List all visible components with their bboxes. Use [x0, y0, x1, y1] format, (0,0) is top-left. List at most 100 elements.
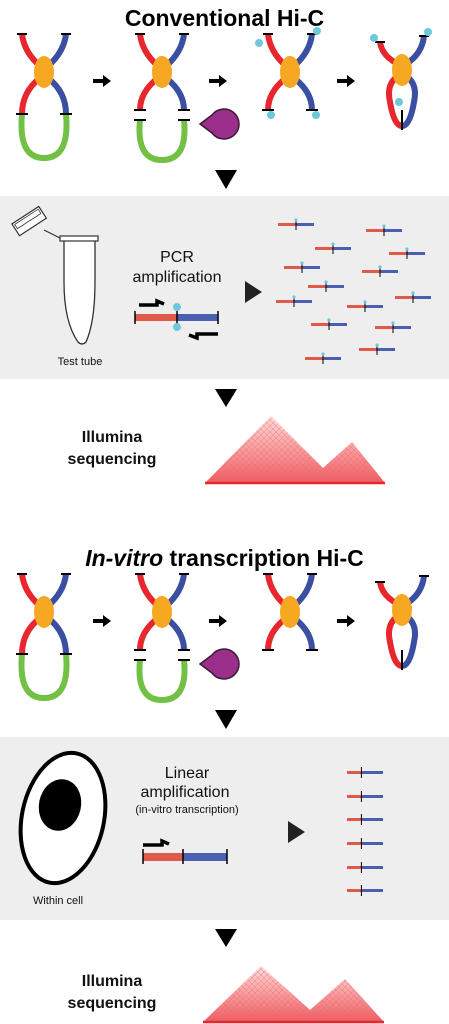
fragment-blue [329, 323, 347, 326]
fragment-blue [361, 795, 383, 798]
fragment-red [366, 229, 384, 232]
fragment-red [347, 771, 362, 774]
arrow-right-icon [209, 75, 227, 87]
fragment-red [315, 247, 333, 250]
biotin-marker-icon [300, 261, 304, 265]
chromosome-loop-icon [16, 33, 72, 162]
fragment-red [347, 305, 365, 308]
biotin-marker-icon [375, 343, 379, 347]
fragment-red [347, 842, 362, 845]
fragment-blue [361, 818, 383, 821]
fragment-blue [323, 357, 341, 360]
chromosome-ligated-icon [370, 28, 432, 130]
fragment-red [389, 252, 407, 255]
chromosome-loop-icon [16, 573, 72, 702]
within-cell-label: Within cell [32, 895, 84, 907]
fragment-red [359, 348, 377, 351]
fragment-red [362, 270, 380, 273]
arrow-right-icon [93, 75, 111, 87]
fragment-red [347, 889, 362, 892]
fragment-red [347, 866, 362, 869]
fragment-blue [361, 866, 383, 869]
ivt-hic-title: In-vitro transcription Hi-C [0, 545, 449, 572]
fragment-blue [302, 266, 320, 269]
arrow-right-icon [337, 615, 355, 627]
biotin-marker-icon [324, 280, 328, 284]
fragment-blue [393, 326, 411, 329]
fragment-red [308, 285, 326, 288]
biotin-marker-icon [378, 265, 382, 269]
fragment-blue [384, 229, 402, 232]
fragment-red [347, 818, 362, 821]
biotin-marker-icon [294, 218, 298, 222]
primer-arrow-icon [139, 298, 165, 307]
fragment-blue [361, 889, 383, 892]
ivt-title-rest: transcription Hi-C [163, 545, 364, 571]
fragment-blue [326, 285, 344, 288]
down-arrow-icon [215, 929, 237, 947]
sequencing-label: sequencing [67, 451, 157, 468]
fragment-red [305, 357, 323, 360]
sequencing-label: sequencing [67, 995, 157, 1012]
fragment-blue [377, 348, 395, 351]
fragment-red [276, 300, 294, 303]
primer-arrow-icon [143, 838, 170, 847]
fragment-blue [365, 305, 383, 308]
fragment-blue [380, 270, 398, 273]
biotin-marker-icon [321, 352, 325, 356]
chromosome-loop-icon [134, 33, 190, 164]
restriction-enzyme-icon [198, 108, 240, 140]
hic-contact-map-icon [205, 416, 385, 485]
cell-icon [18, 750, 108, 886]
chromosome-ligated-icon [375, 575, 429, 670]
biotin-marker-icon [173, 303, 181, 311]
test-tube-label: Test tube [57, 356, 103, 368]
play-arrow-icon [245, 281, 262, 303]
down-arrow-icon [215, 389, 237, 407]
fragment-blue [361, 771, 383, 774]
biotin-marker-icon [331, 242, 335, 246]
down-arrow-icon [215, 170, 237, 189]
fragment-red [278, 223, 296, 226]
chromosome-loop-icon [134, 573, 190, 704]
arrow-right-icon [337, 75, 355, 87]
fragment-red [284, 266, 302, 269]
transcribed-fragments [347, 767, 383, 896]
fragment-blue [407, 252, 425, 255]
chromosome-cut-icon [262, 573, 318, 651]
down-arrow-icon [215, 710, 237, 729]
fragment-blue [361, 842, 383, 845]
arrow-right-icon [209, 615, 227, 627]
pcr-label: PCR [160, 249, 194, 266]
fragment-red [311, 323, 329, 326]
chromosome-cut-icon [255, 27, 321, 119]
fragment-blue [333, 247, 351, 250]
play-arrow-icon [288, 821, 305, 843]
amplification-label: amplification [132, 269, 222, 286]
fragment-blue [296, 223, 314, 226]
restriction-enzyme-icon [198, 648, 240, 680]
pcr-primer-diagram [134, 298, 219, 341]
fragment-blue [413, 296, 431, 299]
conventional-hic-title: Conventional Hi-C [124, 5, 325, 31]
amplification-label: amplification [140, 784, 230, 801]
biotin-marker-icon [411, 291, 415, 295]
biotin-marker-icon [391, 321, 395, 325]
biotin-marker-icon [292, 295, 296, 299]
linear-label: Linear [164, 765, 210, 782]
ivt-title-italic: In-vitro [85, 545, 164, 571]
test-tube-icon [11, 205, 99, 345]
arrow-right-icon [93, 615, 111, 627]
amplified-fragments [276, 218, 431, 364]
illumina-label: Illumina [81, 429, 143, 446]
hic-contact-map-icon [203, 966, 384, 1024]
illumina-label: Illumina [81, 973, 143, 990]
in-vitro-transcription-label: (in-vitro transcription) [135, 804, 239, 816]
ivt-primer-diagram [142, 838, 228, 864]
biotin-marker-icon [382, 224, 386, 228]
biotin-marker-icon [363, 300, 367, 304]
fragment-red [395, 296, 413, 299]
biotin-marker-icon [327, 318, 331, 322]
